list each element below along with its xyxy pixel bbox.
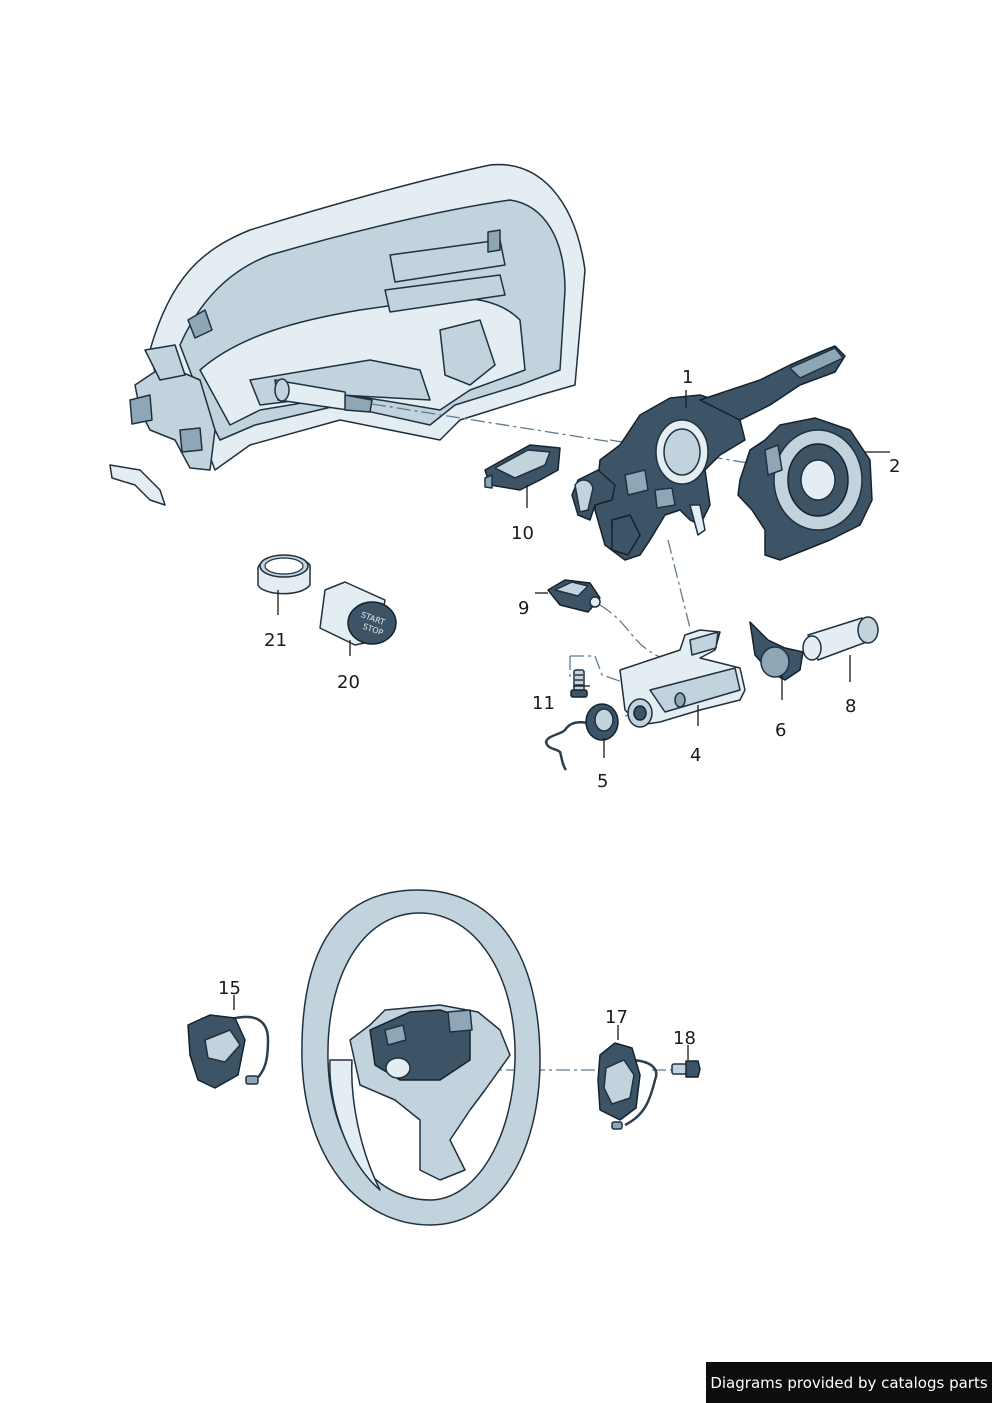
callout-18: 18 [673,1028,696,1049]
reader-coil [544,703,619,771]
clock-spring [737,417,873,561]
steering-wheel [301,889,541,1226]
callout-10: 10 [511,523,534,544]
leader-lines [233,390,890,1060]
callout-17: 17 [605,1007,628,1028]
callout-21: 21 [264,630,287,651]
credit-banner: Diagrams provided by catalogs parts [706,1362,992,1403]
start-stop-button: START STOP [319,581,397,646]
sensor-connector [547,579,601,613]
callout-20: 20 [337,672,360,693]
callout-6: 6 [775,720,787,741]
callout-8: 8 [845,696,857,717]
lock-cylinder [802,616,879,661]
left-wheel-switch [187,1014,270,1089]
trim-ring [257,554,311,595]
shear-bolt [570,669,588,698]
column-control-unit [484,444,561,491]
callout-4: 4 [690,745,702,766]
credit-text: Diagrams provided by catalogs parts [710,1373,988,1392]
callout-15: 15 [218,978,241,999]
callout-9: 9 [518,598,530,619]
callout-1: 1 [682,367,694,388]
lock-cover [749,621,804,681]
dashboard-assembly [109,163,586,506]
bolt [671,1060,701,1078]
callout-2: 2 [889,456,901,477]
callout-5: 5 [597,771,609,792]
ignition-lock-housing [619,629,746,728]
callout-11: 11 [532,693,555,714]
right-wheel-switch [597,1042,658,1130]
column-combination-switch [571,345,846,561]
